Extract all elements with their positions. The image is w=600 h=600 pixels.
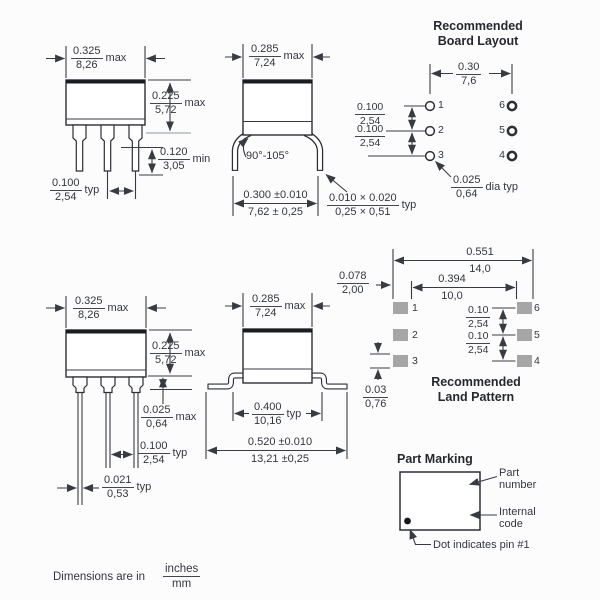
board-pin-label-4: 4 <box>499 149 505 161</box>
land-pad-label-4: 4 <box>534 355 540 367</box>
pad-6 <box>517 302 532 314</box>
board-pin-label-6: 6 <box>499 99 505 111</box>
pad-1 <box>393 302 408 314</box>
hole-pin-2 <box>424 125 436 137</box>
land-pad-label-2: 2 <box>412 329 418 341</box>
hole-pin-5 <box>506 125 518 137</box>
dim-land-inner-inch: 0.394 <box>438 273 466 285</box>
board-pin-label-5: 5 <box>499 124 505 136</box>
dip-side-drawing <box>225 44 348 216</box>
hole-pin-1 <box>424 100 436 112</box>
board-pin-label-1: 1 <box>438 99 444 111</box>
lead-stub <box>128 376 144 394</box>
dim-land-inner-mm: 10,0 <box>441 290 463 302</box>
land-pad-label-1: 1 <box>412 302 418 314</box>
dim-land-overall-mm: 14,0 <box>469 263 491 275</box>
dim-dip-side-row-span-mm: 7,62 ± 0,25 <box>248 206 303 218</box>
dim-land-overall-inch: 0.551 <box>466 246 494 258</box>
dim-smd-side-overall-mm: 13,21 ±0,25 <box>250 453 310 465</box>
land-pattern-drawing <box>370 249 534 380</box>
pad-4 <box>517 355 532 367</box>
pad-2 <box>393 329 408 341</box>
land-pad-label-6: 6 <box>534 302 540 314</box>
board-pin-label-3: 3 <box>438 149 444 161</box>
board-pin-label-2: 2 <box>438 124 444 136</box>
dot-note-label: Dot indicates pin #1 <box>433 539 530 551</box>
part-marking-drawing <box>399 471 498 546</box>
land-pad-label-5: 5 <box>534 329 540 341</box>
smd-front-drawing <box>46 296 192 505</box>
lead-stub <box>72 376 88 394</box>
hole-pin-6 <box>506 100 518 112</box>
board-layout-drawing <box>368 64 518 178</box>
part-marking-title: Part Marking <box>397 452 473 466</box>
smd-side-drawing <box>205 293 348 459</box>
hole-pin-4 <box>506 150 518 162</box>
pad-3 <box>393 355 408 367</box>
dip-front-drawing <box>46 46 191 199</box>
dim-dip-side-row-span-inch: 0.300 ±0.010 <box>243 189 308 201</box>
lead <box>72 124 87 172</box>
hole-pin-3 <box>424 150 436 162</box>
pin1-dot <box>404 517 411 525</box>
dimensions-note: Dimensions are in <box>53 571 146 583</box>
pad-5 <box>517 329 532 341</box>
lead-angle-label: 90°-105° <box>246 150 290 162</box>
dim-smd-side-overall-inch: 0.520 ±0.010 <box>247 436 313 448</box>
lead-stub <box>100 376 116 394</box>
lead <box>100 124 115 172</box>
land-pad-label-3: 3 <box>412 355 418 367</box>
